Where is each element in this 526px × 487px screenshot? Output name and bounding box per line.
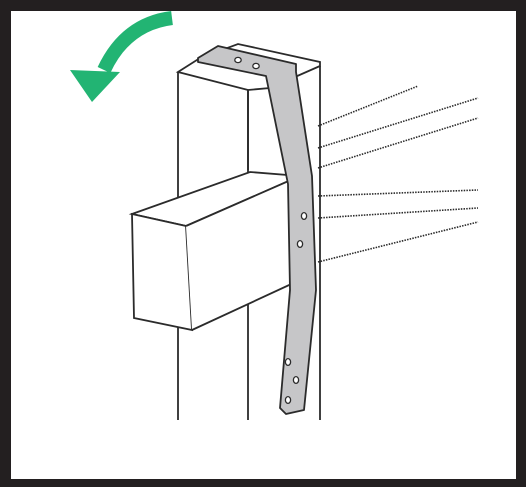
horizontal-beam: [128, 171, 301, 332]
nail-hole: [252, 62, 260, 70]
nail-hole: [284, 357, 292, 367]
nail-hole: [234, 56, 242, 64]
checkmark-arrow-icon: [70, 11, 174, 102]
nail-hole: [296, 239, 304, 249]
horizontal-rails: [317, 85, 479, 263]
nail-hole: [292, 375, 300, 385]
strap-nail-holes: [234, 56, 308, 405]
nail-hole: [300, 211, 308, 221]
nail-hole: [284, 395, 292, 405]
metal-strap: [197, 45, 317, 415]
